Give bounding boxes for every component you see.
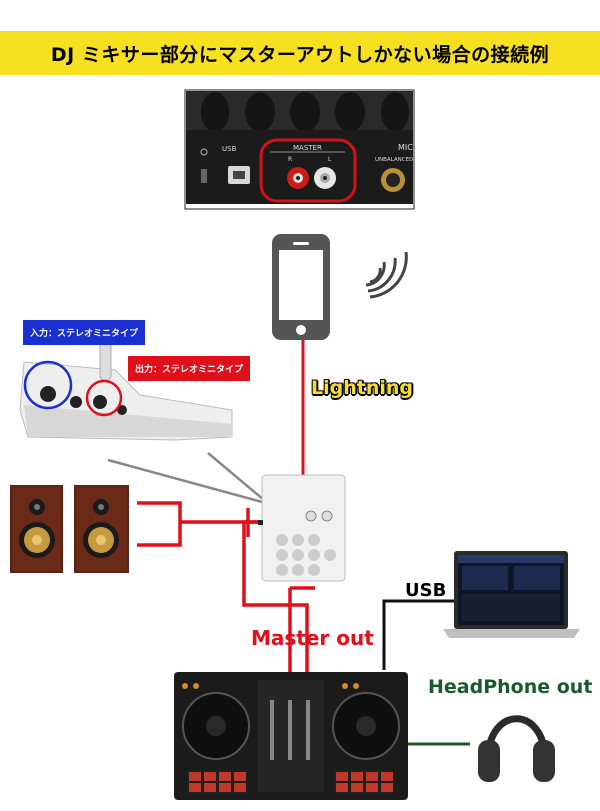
speaker-cable: [137, 501, 258, 547]
master-highlight-ring: [259, 138, 357, 203]
usb-label: USB: [405, 580, 447, 601]
panel-usb-label: USB: [222, 145, 237, 153]
rear-panel-photo: USB MASTER R L MIC UNBALANCED: [184, 89, 415, 210]
wireless-signal-icon: [365, 251, 408, 299]
output-jack-highlight: [85, 379, 123, 417]
usb-cable: [382, 599, 455, 670]
page-title: DJ ミキサー部分にマスターアウトしかない場合の接続例: [50, 43, 550, 66]
title-banner: DJ ミキサー部分にマスターアウトしかない場合の接続例: [0, 31, 600, 75]
smartphone-icon: [272, 234, 330, 340]
speaker-right: [74, 485, 129, 573]
output-type-tag: 出力：ステレオミニタイプ: [128, 356, 250, 381]
speaker-left: [10, 485, 63, 573]
panel-mic-label: MIC: [398, 143, 413, 152]
input-jack-highlight: [23, 360, 73, 410]
input-type-tag: 入力：ステレオミニタイプ: [23, 320, 145, 345]
dj-controller: [174, 672, 408, 800]
headphones-icon: [478, 715, 555, 782]
panel-master-label: MASTER: [293, 144, 322, 152]
master-out-cable: [242, 520, 315, 672]
headphone-out-label: HeadPhone out: [428, 676, 593, 698]
lightning-label: Lightning: [311, 377, 413, 399]
panel-unbalanced-label: UNBALANCED: [375, 157, 413, 163]
master-out-label: Master out: [251, 626, 374, 650]
panel-r-label: R: [288, 156, 292, 163]
laptop-icon: [443, 551, 580, 638]
grey-cable-2: [207, 452, 265, 501]
panel-l-label: L: [328, 156, 332, 163]
streaming-interface-device: [258, 474, 346, 582]
grey-cable-1: [107, 458, 263, 504]
streaming-device-side-view: [19, 339, 233, 441]
